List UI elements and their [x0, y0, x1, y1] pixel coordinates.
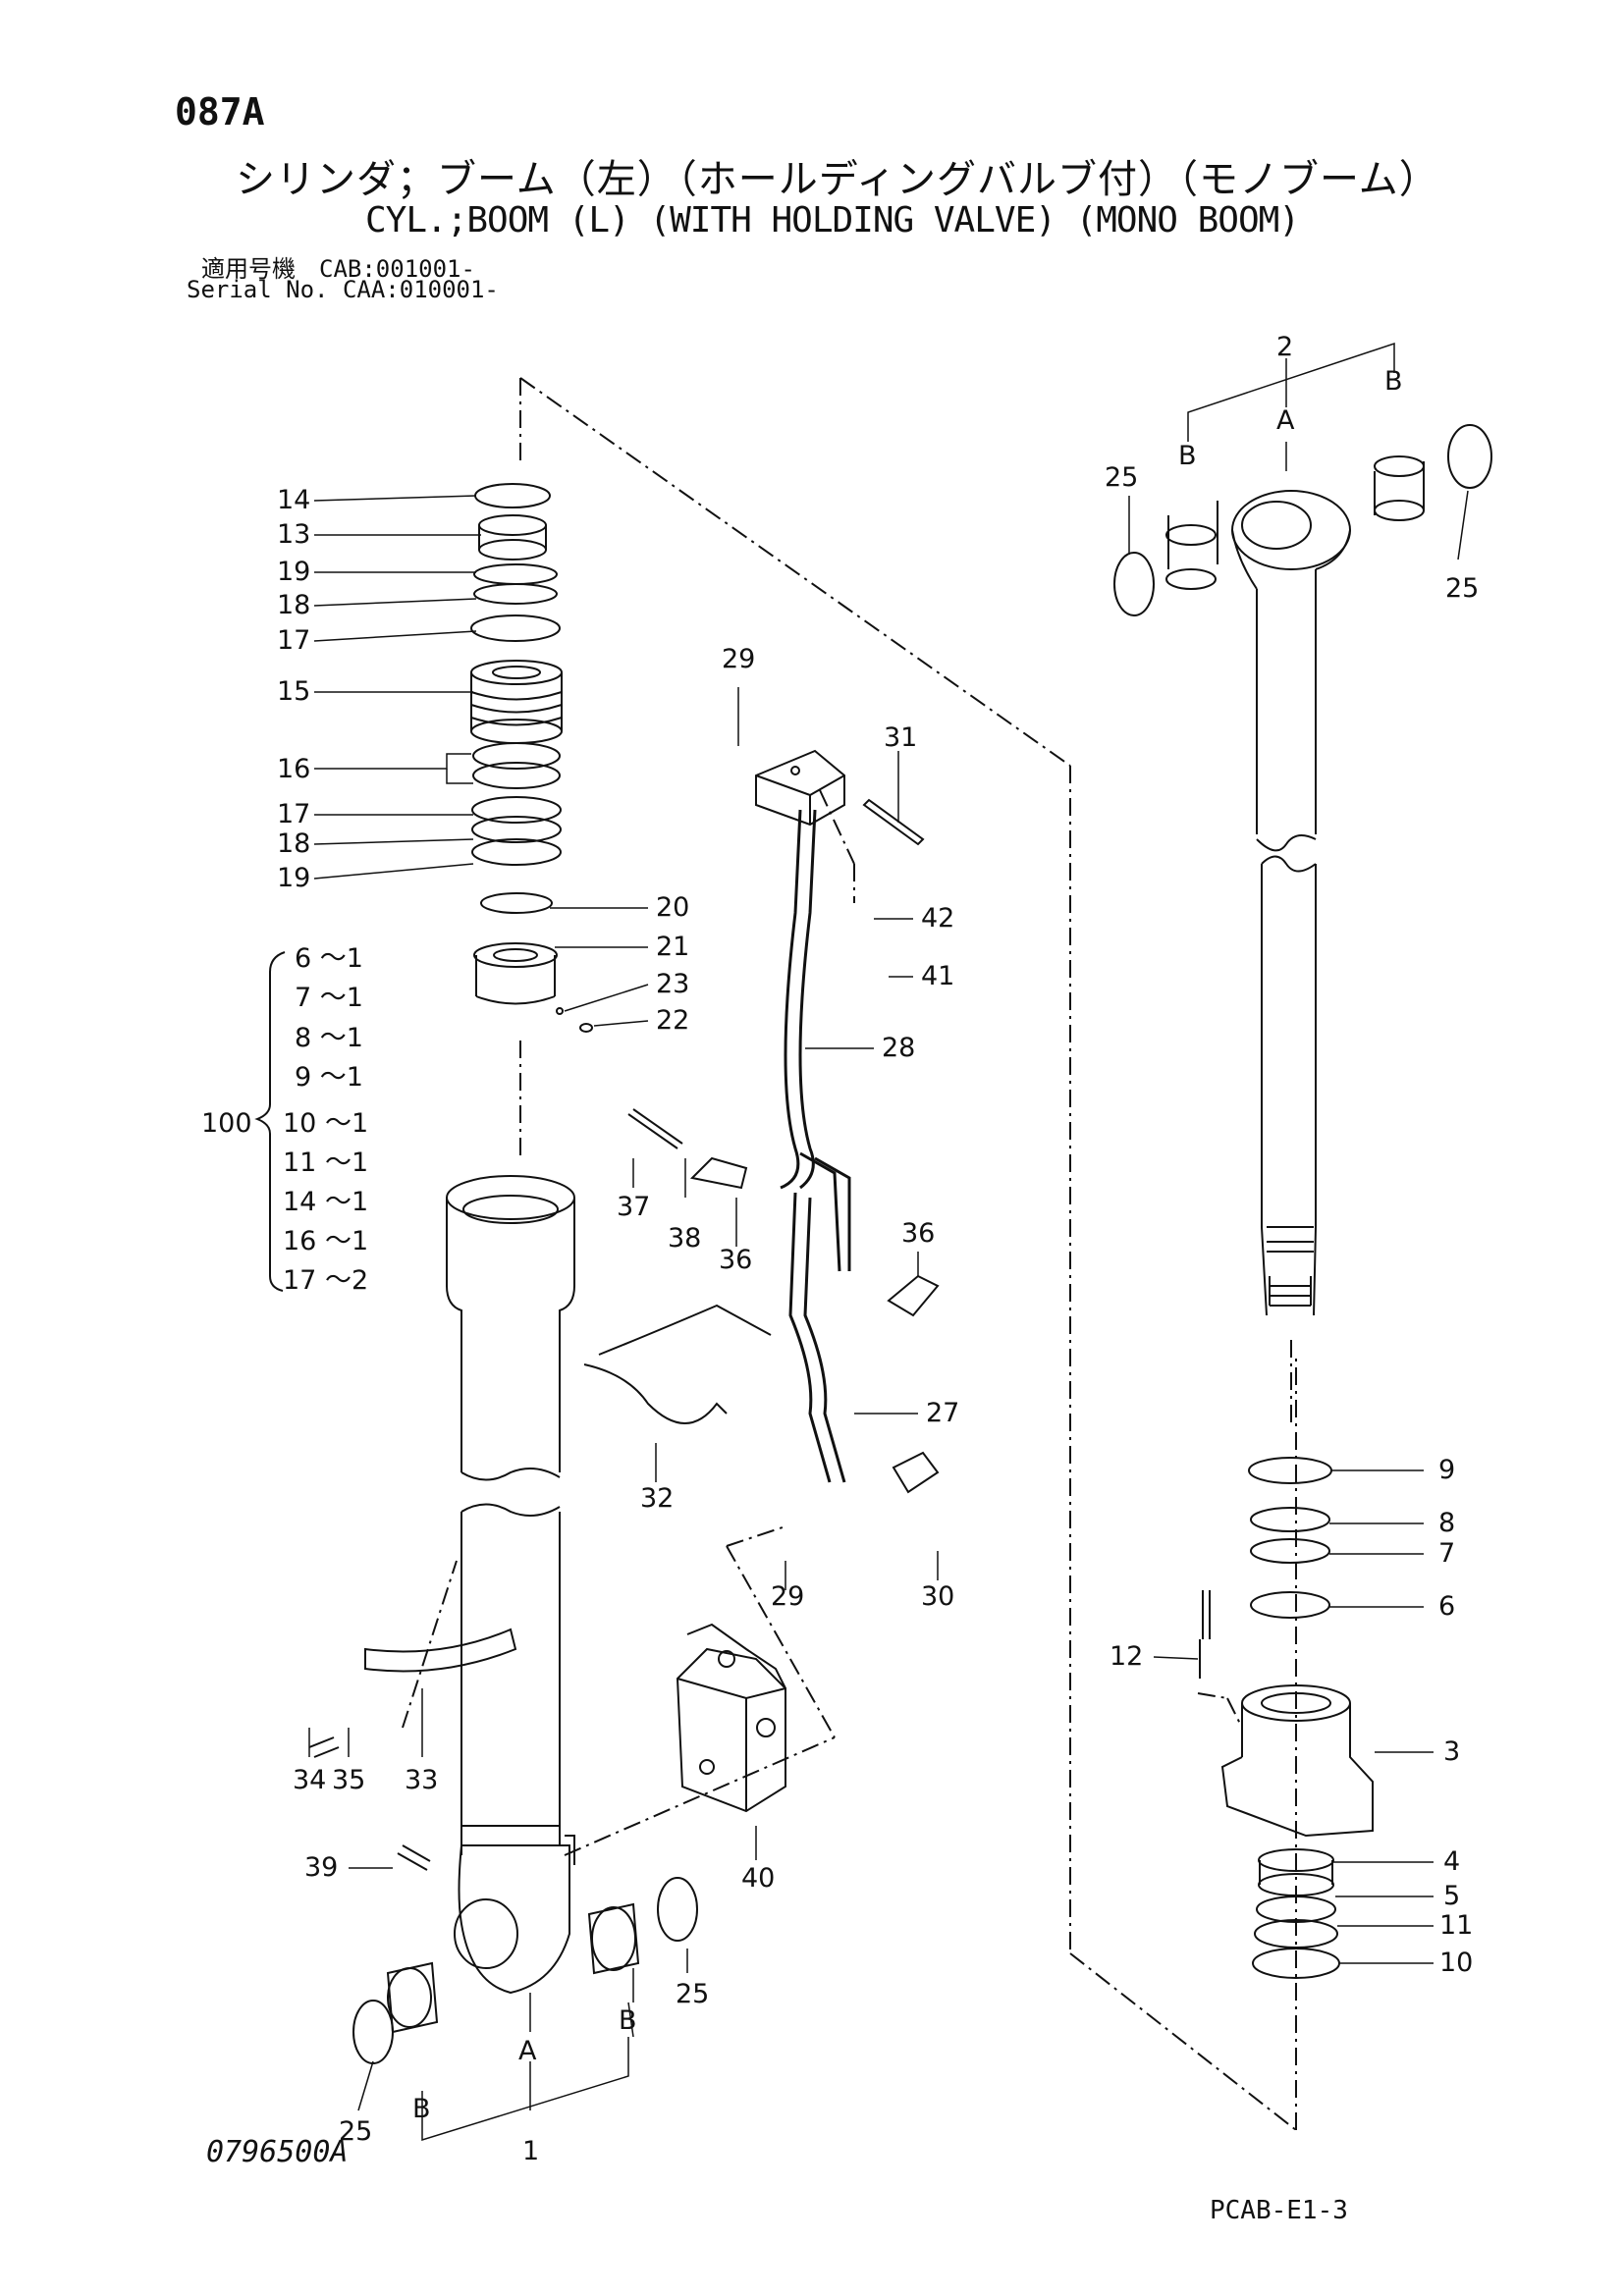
callout-18: 18 — [277, 828, 310, 859]
callout-19: 19 — [277, 557, 310, 587]
kit-item: 6 ～1 — [295, 943, 363, 974]
callout-A: A — [1276, 405, 1295, 436]
callout-40: 40 — [741, 1863, 775, 1894]
callout-29: 29 — [771, 1581, 804, 1612]
callout-35: 35 — [332, 1765, 365, 1795]
callout-2: 2 — [1276, 332, 1293, 362]
callout-17: 17 — [277, 625, 310, 656]
serial-line-en: Serial No. CAA:010001- — [187, 276, 499, 303]
serial-line-jp: 適用号機 CAB:001001- — [201, 255, 475, 283]
callout-13: 13 — [277, 519, 310, 550]
callout-25: 25 — [1105, 462, 1138, 493]
callout-25: 25 — [1445, 573, 1479, 604]
title-japanese: シリンダ；ブーム（左）（ホールディングバルブ付）（モノブーム） — [236, 157, 1439, 202]
callout-A: A — [518, 2036, 537, 2066]
callout-3: 3 — [1443, 1736, 1460, 1767]
kit-brace — [254, 951, 286, 1292]
kit-item: 14 ～1 — [283, 1187, 368, 1217]
kit-list: 100 6 ～1 7 ～1 8 ～1 9 ～1 10 ～1 11 ～1 14 ～… — [201, 943, 368, 1296]
callout-23: 23 — [656, 969, 689, 999]
callout-39: 39 — [304, 1852, 338, 1883]
callout-labels: 14 13 19 18 17 15 16 17 18 19 20 21 23 2… — [277, 332, 1479, 2166]
callout-17: 17 — [277, 799, 310, 829]
kit-item: 8 ～1 — [295, 1023, 363, 1053]
callout-8: 8 — [1438, 1508, 1455, 1538]
callout-19: 19 — [277, 863, 310, 893]
kit-item: 10 ～1 — [283, 1108, 368, 1139]
title-english: CYL.;BOOM (L) (WITH HOLDING VALVE) (MONO… — [365, 200, 1300, 240]
callout-12: 12 — [1110, 1641, 1143, 1672]
page-code: 087A — [175, 90, 265, 133]
callout-1: 1 — [522, 2136, 539, 2166]
callout-5: 5 — [1443, 1881, 1460, 1911]
callout-21: 21 — [656, 932, 689, 962]
callout-25: 25 — [676, 1979, 709, 2009]
kit-item: 16 ～1 — [283, 1226, 368, 1256]
callout-B: B — [412, 2094, 431, 2124]
callout-6: 6 — [1438, 1591, 1455, 1622]
callout-7: 7 — [1438, 1538, 1455, 1569]
callout-42: 42 — [921, 903, 954, 934]
callout-4: 4 — [1443, 1846, 1460, 1877]
callout-37: 37 — [617, 1192, 650, 1222]
callout-25: 25 — [339, 2116, 372, 2147]
callout-20: 20 — [656, 892, 689, 923]
callout-10: 10 — [1439, 1948, 1473, 1978]
drawing-number: 0796500A — [206, 2135, 349, 2169]
pipes — [780, 809, 851, 1483]
callout-32: 32 — [640, 1483, 674, 1514]
assembly-boundary-lines — [402, 377, 1297, 2131]
callout-9: 9 — [1438, 1455, 1455, 1485]
callout-36: 36 — [719, 1245, 752, 1275]
callout-22: 22 — [656, 1005, 689, 1036]
callout-28: 28 — [882, 1033, 915, 1063]
callout-38: 38 — [668, 1223, 701, 1254]
callout-31: 31 — [884, 722, 917, 753]
callout-41: 41 — [921, 961, 954, 991]
callout-B: B — [1384, 366, 1403, 397]
head-seal-stack — [1199, 1457, 1374, 1979]
callout-16: 16 — [277, 754, 310, 784]
callout-B: B — [1178, 441, 1197, 471]
seal-stack — [470, 483, 593, 1033]
cylinder-tube — [446, 1175, 575, 1995]
piston-rod — [1113, 424, 1492, 1316]
valve-block-top — [755, 749, 925, 846]
callout-30: 30 — [921, 1581, 954, 1612]
page-number: PCAB-E1-3 — [1210, 2196, 1348, 2225]
callout-27: 27 — [926, 1398, 959, 1428]
holding-valve-block — [676, 1623, 786, 1813]
kit-item: 9 ～1 — [295, 1062, 363, 1093]
callout-36: 36 — [901, 1218, 935, 1249]
leader-lines — [308, 342, 1469, 2142]
kit-item: 17 ～2 — [283, 1265, 368, 1296]
callout-B: B — [619, 2005, 637, 2036]
callout-14: 14 — [277, 485, 310, 515]
kit-number: 100 — [201, 1108, 252, 1139]
callout-29: 29 — [722, 644, 755, 674]
callout-34: 34 — [293, 1765, 326, 1795]
callout-33: 33 — [405, 1765, 438, 1795]
callout-15: 15 — [277, 676, 310, 707]
kit-item: 11 ～1 — [283, 1148, 368, 1178]
clamps-and-bands — [308, 1108, 1211, 1871]
callout-18: 18 — [277, 590, 310, 620]
kit-item: 7 ～1 — [295, 983, 363, 1013]
callout-11: 11 — [1439, 1910, 1473, 1941]
